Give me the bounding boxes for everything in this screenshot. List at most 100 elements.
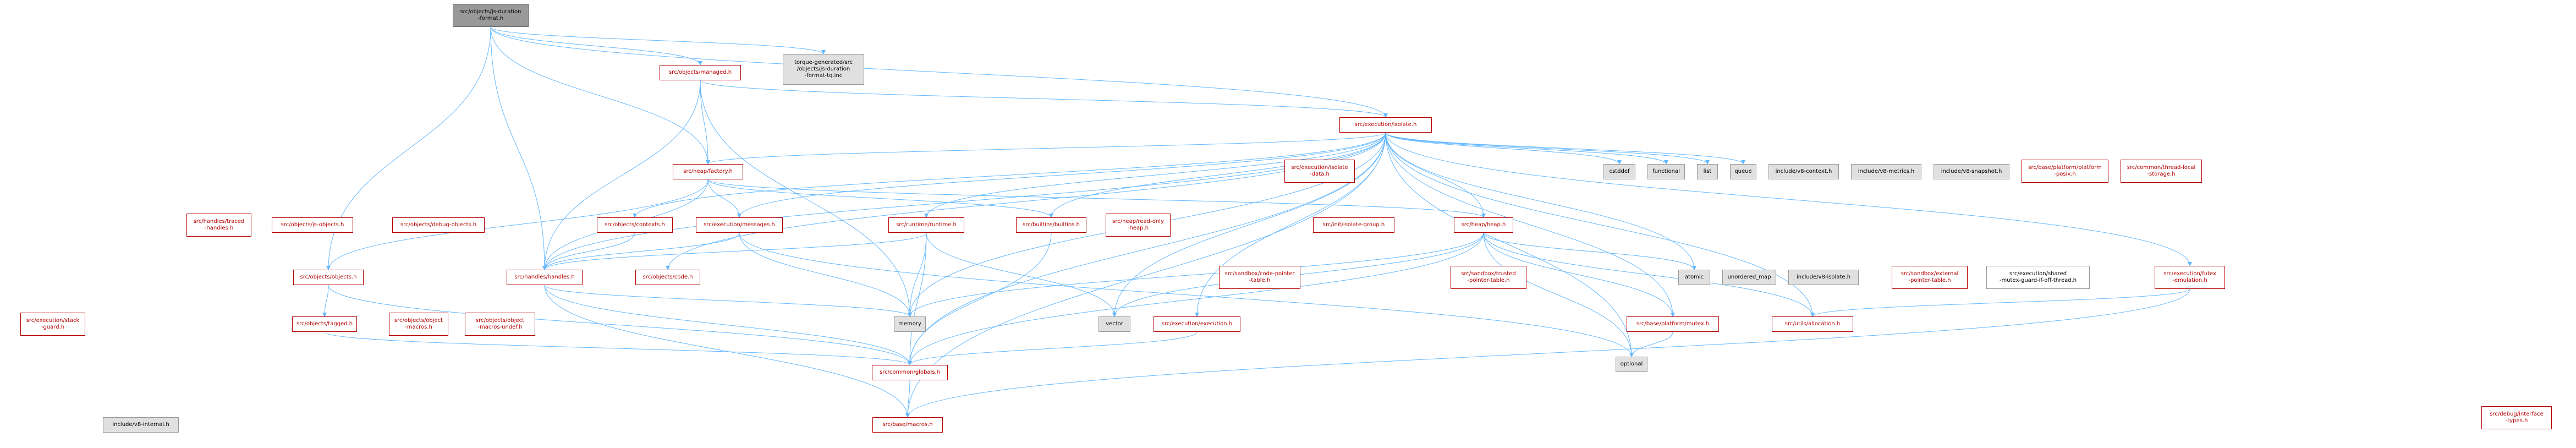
edge-isolate-to-allocation [1385, 132, 1815, 317]
node-messages[interactable]: src/execution/messages.h [696, 217, 783, 233]
node-object-macros[interactable]: src/objects/object -macros.h [389, 313, 448, 336]
edge-isolate-to-list [1385, 132, 1710, 165]
edge-isolate-to-macros [905, 132, 1386, 418]
edge-isolate-to-atomic [1385, 132, 1696, 270]
node-allocation[interactable]: src/utils/allocation.h [1772, 316, 1853, 332]
node-cstddef: cstddef [1603, 164, 1635, 179]
node-functional: functional [1647, 164, 1685, 179]
node-execution[interactable]: src/execution/execution.h [1154, 316, 1240, 332]
edge-runtime-to-vector [926, 232, 1117, 317]
node-tagged[interactable]: src/objects/tagged.h [292, 316, 357, 332]
edge-objects-to-tagged [322, 285, 329, 317]
node-trusted-pointer[interactable]: src/sandbox/trusted -pointer-table.h [1451, 266, 1526, 289]
edge-tagged-to-globals [324, 331, 912, 365]
node-torque: torque-generated/src /objects/js-duratio… [783, 54, 864, 85]
node-js-objects[interactable]: src/objects/js-objects.h [272, 217, 353, 233]
edge-heap-to-allocation [1483, 232, 1815, 317]
edge-isolate-to-builtins [1049, 132, 1386, 218]
edge-managed-to-memory [700, 80, 912, 317]
node-v8-internal: include/v8-internal.h [103, 417, 179, 433]
edge-execution-to-globals [908, 331, 1198, 365]
edge-heap-to-optional [1483, 232, 1634, 357]
edge-root-to-handles [490, 26, 547, 270]
edge-isolate-to-optional [1385, 132, 1634, 357]
edge-root-to-isolate [490, 26, 1388, 118]
node-mutex[interactable]: src/base/platform/mutex.h [1627, 316, 1719, 332]
node-debug-interface[interactable]: src/debug/interface -types.h [2481, 406, 2552, 429]
node-managed[interactable]: src/objects/managed.h [660, 65, 741, 80]
edge-messages-to-handles [542, 232, 740, 270]
edge-futex-to-allocation [1810, 288, 2190, 317]
node-code[interactable]: src/objects/code.h [635, 270, 700, 285]
node-code-pointer[interactable]: src/sandbox/code-pointer -table.h [1219, 266, 1300, 289]
edge-futex-to-macros [905, 288, 2190, 418]
edge-root-to-objects [326, 26, 491, 270]
edge-runtime-to-globals [908, 232, 927, 365]
node-memory: memory [894, 316, 926, 332]
edge-handles-to-globals [544, 285, 912, 365]
node-thread-local[interactable]: src/common/thread-local -storage.h [2121, 160, 2202, 183]
edge-isolate-to-code [666, 132, 1386, 270]
edge-isolate-to-messages [737, 132, 1386, 218]
edge-root-to-factory [490, 26, 710, 165]
node-objects[interactable]: src/objects/objects.h [293, 270, 364, 285]
node-stack-guard[interactable]: src/execution/stack -guard.h [20, 313, 85, 336]
edge-handles-to-memory [544, 285, 912, 317]
node-optional: optional [1616, 357, 1647, 372]
edge-heap-to-globals [908, 232, 1484, 365]
edge-managed-to-factory [700, 80, 710, 165]
node-handles[interactable]: src/handles/handles.h [507, 270, 583, 285]
node-list: list [1697, 164, 1718, 179]
edge-mutex-to-optional [1629, 331, 1673, 357]
edge-factory-to-builtins [707, 179, 1053, 218]
node-macros[interactable]: src/base/macros.h [872, 417, 943, 433]
edge-managed-to-handles [542, 80, 701, 270]
node-external-pointer[interactable]: src/sandbox/external -pointer-table.h [1892, 266, 1968, 289]
edge-isolate-to-futex [1385, 132, 2192, 266]
node-v8-context: include/v8-context.h [1768, 164, 1839, 179]
node-runtime[interactable]: src/runtime/runtime.h [888, 217, 964, 233]
edge-contexts-to-handles [542, 232, 635, 270]
edge-isolate-to-queue [1385, 132, 1745, 165]
edge-isolate-to-heap [1385, 132, 1486, 218]
node-builtins[interactable]: src/builtins/builtins.h [1016, 217, 1086, 233]
node-futex[interactable]: src/execution/futex -emulation.h [2155, 266, 2225, 289]
node-root[interactable]: src/objects/js-duration -format.h [453, 4, 529, 27]
node-isolate[interactable]: src/execution/isolate.h [1339, 117, 1432, 133]
edge-heap-to-atomic [1483, 232, 1696, 270]
edge-root-to-managed [490, 26, 702, 65]
node-isolate-group[interactable]: src/init/isolate-group.h [1313, 217, 1394, 233]
edge-messages-to-optional [739, 232, 1634, 357]
node-shared-mutex: src/execution/shared -mutex-guard-if-off… [1986, 266, 2090, 289]
node-vector: vector [1098, 316, 1130, 332]
edge-isolate-to-runtime [924, 132, 1386, 218]
node-globals[interactable]: src/common/globals.h [872, 365, 948, 380]
edge-handles-to-macros [544, 285, 910, 418]
node-isolate-data[interactable]: src/execution/isolate -data.h [1284, 160, 1355, 183]
edge-isolate-to-handles [542, 132, 1386, 270]
node-read-only-heap[interactable]: src/heap/read-only -heap.h [1106, 214, 1171, 237]
edge-factory-to-heap [707, 179, 1486, 218]
edge-runtime-to-handles [542, 232, 927, 270]
node-heap[interactable]: src/heap/heap.h [1454, 217, 1513, 233]
node-factory[interactable]: src/heap/factory.h [673, 164, 743, 179]
edge-globals-to-macros [905, 380, 910, 418]
edge-factory-to-objects [326, 179, 708, 270]
node-debug-objects[interactable]: src/objects/debug-objects.h [392, 217, 485, 233]
edge-root-to-torque [490, 26, 826, 54]
edge-builtins-to-globals [908, 232, 1052, 365]
node-v8-metrics: include/v8-metrics.h [1851, 164, 1921, 179]
edge-heap-to-mutex [1483, 232, 1675, 317]
node-object-macros-undef[interactable]: src/objects/object -macros-undef.h [465, 313, 535, 336]
node-v8-isolate: include/v8-isolate.h [1788, 270, 1859, 285]
edge-isolate-to-vector [1112, 132, 1386, 317]
node-contexts[interactable]: src/objects/contexts.h [597, 217, 673, 233]
edge-isolate-to-mutex [1385, 132, 1675, 317]
edge-isolate-to-contexts [633, 132, 1386, 218]
edge-isolate-to-globals [908, 132, 1386, 365]
node-platform-posix[interactable]: src/base/platform/platform -posix.h [2022, 160, 2108, 183]
edge-isolate-to-factory [706, 132, 1386, 165]
edge-runtime-to-memory [908, 232, 927, 317]
node-traced-handles[interactable]: src/handles/traced -handles.h [186, 214, 251, 237]
